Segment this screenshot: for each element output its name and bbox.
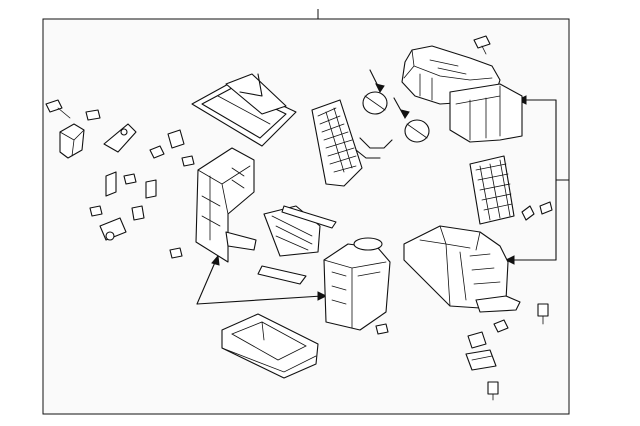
mounting-bolts [45, 99, 389, 335]
expansion-valve [362, 69, 430, 143]
blower-motor [323, 237, 391, 331]
clips [99, 171, 157, 241]
mounting-bolts [473, 35, 491, 55]
mounting-bolts [487, 303, 549, 401]
clips [521, 201, 553, 221]
case-lower-housing [403, 225, 521, 313]
air-filter-element [469, 155, 515, 225]
temperature-door [257, 205, 337, 285]
mode-actuator [221, 313, 319, 379]
resistor [465, 331, 497, 371]
blower-motor-housing [195, 147, 257, 263]
mix-actuator [59, 123, 185, 159]
lower-callout-arrows [196, 254, 328, 305]
case-upper-housing [401, 45, 523, 143]
heater-core [311, 99, 393, 187]
filter-frame [191, 73, 297, 147]
